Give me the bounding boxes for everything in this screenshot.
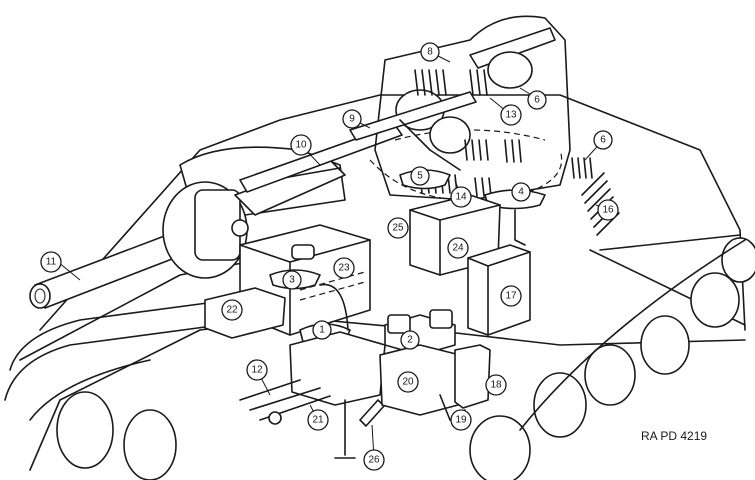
callout-c17: 17 bbox=[500, 285, 522, 307]
callout-circle bbox=[290, 134, 312, 156]
callout-circle bbox=[312, 320, 332, 340]
callout-label: 18 bbox=[490, 380, 502, 391]
callout-c23: 23 bbox=[333, 257, 355, 279]
callout-label: 1 bbox=[319, 325, 325, 336]
callout-c21: 21 bbox=[307, 409, 329, 431]
callout-label: 8 bbox=[427, 47, 433, 58]
callout-label: 16 bbox=[602, 205, 614, 216]
callout-circle bbox=[397, 371, 419, 393]
callout-circle bbox=[511, 182, 531, 202]
track-assembly bbox=[4, 237, 755, 480]
callout-label: 25 bbox=[392, 223, 404, 234]
callout-circle bbox=[400, 330, 420, 350]
callout-circle bbox=[447, 237, 469, 259]
callout-c1: 1 bbox=[312, 320, 332, 340]
side-ammo-rack bbox=[571, 157, 620, 236]
callout-circle bbox=[450, 409, 472, 431]
callout-label: 19 bbox=[455, 415, 467, 426]
callout-c11: 11 bbox=[40, 251, 62, 273]
callout-c13: 13 bbox=[500, 104, 522, 126]
callout-label: 4 bbox=[518, 187, 524, 198]
callout-label: 3 bbox=[289, 275, 295, 286]
road-wheel bbox=[533, 372, 587, 438]
recoil-cylinder bbox=[239, 124, 403, 193]
road-wheel bbox=[640, 315, 690, 375]
callout-label: 9 bbox=[349, 114, 355, 125]
callout-label: 21 bbox=[312, 415, 324, 426]
callout-circle bbox=[500, 104, 522, 126]
callout-label: 6 bbox=[534, 95, 540, 106]
road-wheel bbox=[56, 391, 114, 469]
callout-label: 2 bbox=[407, 335, 413, 346]
callout-circle bbox=[246, 359, 268, 381]
callout-circle bbox=[387, 217, 409, 239]
callout-c22: 22 bbox=[221, 299, 243, 321]
callout-label: 10 bbox=[295, 140, 307, 151]
callout-circle bbox=[485, 374, 507, 396]
callout-label: 23 bbox=[338, 263, 350, 274]
callout-label: 24 bbox=[452, 243, 464, 254]
callout-c18: 18 bbox=[485, 374, 507, 396]
callout-circle bbox=[333, 257, 355, 279]
road-wheel bbox=[469, 415, 531, 480]
callout-label: 20 bbox=[402, 377, 414, 388]
callout-circle bbox=[527, 90, 547, 110]
callout-circle bbox=[597, 199, 619, 221]
callout-c3: 3 bbox=[282, 270, 302, 290]
callout-circle bbox=[307, 409, 329, 431]
callout-c26: 26 bbox=[363, 449, 385, 471]
callout-circle bbox=[420, 42, 440, 62]
callout-label: 13 bbox=[505, 110, 517, 121]
callout-c5: 5 bbox=[410, 166, 430, 186]
road-wheel bbox=[690, 272, 740, 328]
callout-c9: 9 bbox=[342, 109, 362, 129]
callout-label: 26 bbox=[368, 455, 380, 466]
callout-c20: 20 bbox=[397, 371, 419, 393]
callout-label: 6 bbox=[600, 135, 606, 146]
callout-circle bbox=[40, 251, 62, 273]
callout-c6a: 6 bbox=[527, 90, 547, 110]
callout-circle bbox=[450, 186, 472, 208]
callout-c6b: 6 bbox=[593, 130, 613, 150]
callout-c12: 12 bbox=[246, 359, 268, 381]
turret-ammo-rack bbox=[414, 69, 488, 96]
callout-circle bbox=[363, 449, 385, 471]
callout-circle bbox=[342, 109, 362, 129]
callout-label: 11 bbox=[46, 257, 57, 268]
callout-c16: 16 bbox=[597, 199, 619, 221]
callout-c8: 8 bbox=[420, 42, 440, 62]
callout-c19: 19 bbox=[450, 409, 472, 431]
road-wheel bbox=[123, 409, 177, 480]
callout-circle bbox=[221, 299, 243, 321]
callout-label: 12 bbox=[251, 365, 263, 376]
callout-circle bbox=[500, 285, 522, 307]
callout-layer: 1234566891011121314161718192021222324252… bbox=[40, 42, 619, 471]
callout-c2: 2 bbox=[400, 330, 420, 350]
callout-label: 22 bbox=[226, 305, 238, 316]
callout-c24: 24 bbox=[447, 237, 469, 259]
figure-caption: RA PD 4219 bbox=[641, 429, 707, 443]
callout-label: 17 bbox=[505, 291, 517, 302]
callout-circle bbox=[410, 166, 430, 186]
callout-label: 5 bbox=[417, 171, 423, 182]
hull-outline bbox=[19, 94, 746, 471]
ring-ammo-rack bbox=[464, 139, 522, 163]
callout-c14: 14 bbox=[450, 186, 472, 208]
callout-c4: 4 bbox=[511, 182, 531, 202]
callout-circle bbox=[282, 270, 302, 290]
callout-c25: 25 bbox=[387, 217, 409, 239]
road-wheel bbox=[584, 344, 636, 406]
turret bbox=[349, 15, 571, 201]
callout-label: 14 bbox=[455, 192, 467, 203]
callout-c10: 10 bbox=[290, 134, 312, 156]
callout-circle bbox=[593, 130, 613, 150]
